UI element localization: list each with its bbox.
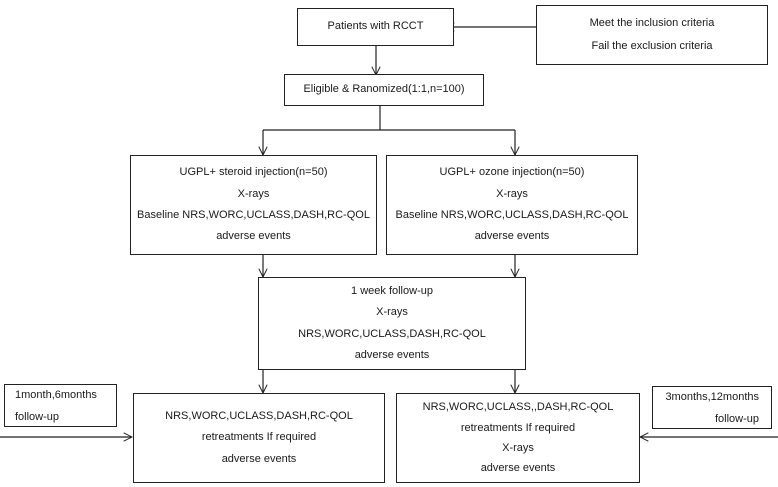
criteria-line-2: Fail the exclusion criteria	[591, 40, 713, 52]
randomized-line-1: Eligible & Ranomized(1:1,n=100)	[303, 83, 465, 96]
ozone-line-1: UGPL+ ozone injection(n=50)	[439, 166, 585, 179]
ozone-line-2: X-rays	[496, 187, 528, 200]
left-outcome-line-1: NRS,WORC,UCLASS,DASH,RC-QOL	[165, 409, 353, 422]
week1-line-1: 1 week follow-up	[351, 284, 433, 297]
week1-line-3: NRS,WORC,UCLASS,DASH,RC-QOL	[298, 327, 486, 340]
right-outcome-line-4: adverse events	[480, 462, 556, 475]
left-outcome-box: NRS,WORC,UCLASS,DASH,RC-QOL retreatments…	[133, 393, 385, 483]
left-outcome-line-3: adverse events	[221, 452, 297, 465]
right-note-line-1: 3months,12months	[665, 390, 759, 403]
randomized-box: Eligible & Ranomized(1:1,n=100)	[284, 74, 484, 106]
week1-line-4: adverse events	[354, 348, 430, 361]
ozone-arm-box: UGPL+ ozone injection(n=50) X-rays Basel…	[386, 155, 638, 255]
left-note-line-1: 1month,6months	[15, 388, 97, 401]
steroid-line-3: Baseline NRS,WORC,UCLASS,DASH,RC-QOL	[137, 209, 370, 221]
ozone-line-4: adverse events	[474, 230, 550, 243]
steroid-line-2: X-rays	[237, 187, 270, 200]
week1-followup-box: 1 week follow-up X-rays NRS,WORC,UCLASS,…	[258, 277, 526, 370]
right-outcome-line-2: retreatments If required	[460, 421, 576, 434]
right-followup-note: 3months,12months follow-up	[652, 386, 772, 429]
right-note-line-2: follow-up	[714, 412, 759, 425]
steroid-line-4: adverse events	[216, 230, 291, 243]
steroid-line-1: UGPL+ steroid injection(n=50)	[179, 166, 328, 179]
left-outcome-line-2: retreatments If required	[201, 431, 317, 444]
left-note-line-2: follow-up	[15, 410, 60, 423]
ozone-line-3: Baseline NRS,WORC,UCLASS,DASH,RC-QOL	[395, 209, 629, 221]
right-outcome-line-3: X-rays	[502, 442, 534, 454]
criteria-line-1: Meet the inclusion criteria	[589, 16, 715, 29]
steroid-arm-box: UGPL+ steroid injection(n=50) X-rays Bas…	[130, 155, 377, 255]
left-followup-note: 1month,6months follow-up	[4, 384, 117, 427]
patients-line-1: Patients with RCCT	[327, 20, 424, 33]
right-outcome-box: NRS,WORC,UCLASS,,DASH,RC-QOL retreatment…	[396, 393, 640, 483]
patients-box: Patients with RCCT	[297, 8, 454, 46]
criteria-box: Meet the inclusion criteria Fail the exc…	[536, 5, 768, 65]
right-outcome-line-1: NRS,WORC,UCLASS,,DASH,RC-QOL	[422, 401, 614, 414]
week1-line-2: X-rays	[376, 306, 408, 319]
